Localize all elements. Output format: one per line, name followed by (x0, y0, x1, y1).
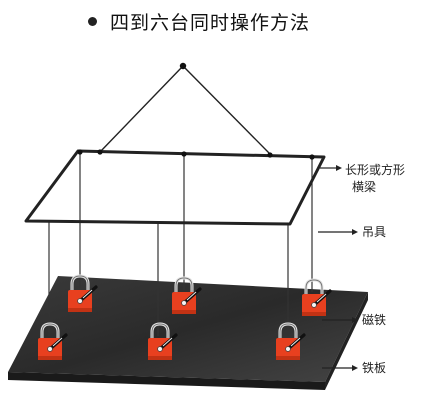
magnet-handle-highlight (186, 291, 197, 301)
magnet-handle-highlight (290, 337, 301, 347)
magnet-shackle-edge (175, 277, 193, 294)
bullet-icon (88, 16, 97, 26)
magnet-handle-highlight (82, 289, 93, 299)
magnet-5 (148, 322, 178, 360)
magnet-pivot (157, 346, 163, 352)
magnet-pivot (47, 346, 53, 352)
magnet-shackle-edge (305, 279, 323, 296)
magnet-base (302, 312, 326, 316)
label-hanger: 吊具 (362, 225, 387, 239)
magnet-shackle-edge (41, 323, 59, 340)
magnet-3 (302, 278, 332, 316)
rigging (99, 65, 271, 155)
magnet-base (276, 356, 300, 360)
hanging-cables (48, 152, 313, 336)
arrow-magnet (322, 317, 358, 323)
diagram-title: 四到六台同时操作方法 (110, 11, 311, 34)
magnet-base (68, 308, 92, 312)
magnet-2 (172, 276, 202, 314)
magnet-6 (276, 322, 306, 360)
joint-dot (309, 154, 315, 160)
magnet-handle-highlight (162, 337, 173, 347)
title-block: 四到六台同时操作方法 (88, 8, 310, 34)
label-plate: 铁板 (362, 361, 387, 375)
magnet-shackle-edge (279, 323, 297, 340)
crossbeam-outline (24, 149, 326, 226)
joint-dot (77, 149, 83, 155)
magnet-pivot (181, 300, 187, 306)
label-magnet: 磁铁 (362, 313, 387, 327)
label-arrows (318, 165, 358, 371)
rigging-line-right (182, 65, 271, 155)
plate-right-face (325, 292, 368, 390)
frame-joints (77, 149, 315, 160)
plate-side-face (8, 372, 325, 390)
magnet-4 (38, 322, 68, 360)
plate-top-face (8, 276, 368, 382)
magnet-handle-highlight (316, 293, 327, 303)
magnet-1 (68, 274, 98, 312)
magnet-base (38, 356, 62, 360)
rigging-line-left (99, 65, 184, 153)
arrow-hanger (318, 229, 358, 235)
label-beam-line2: 横梁 (352, 180, 377, 194)
magnet-pivot (311, 302, 317, 308)
joint-dot (97, 149, 103, 155)
magnet-shackle-edge (151, 323, 169, 340)
magnet-base (148, 356, 172, 360)
joint-dot (267, 152, 273, 158)
lift-point (179, 62, 187, 70)
magnet-shackle-edge (71, 275, 89, 292)
label-beam-line1: 长形或方形 (345, 163, 406, 177)
magnet-handle-highlight (52, 337, 63, 347)
magnet-base (172, 310, 196, 314)
magnets-group (38, 274, 332, 360)
arrow-plate (322, 365, 358, 371)
joint-dot (181, 151, 187, 157)
magnet-pivot (285, 346, 291, 352)
magnet-pivot (77, 298, 83, 304)
crossbeam-frame (24, 149, 326, 226)
arrow-beam (320, 165, 342, 171)
